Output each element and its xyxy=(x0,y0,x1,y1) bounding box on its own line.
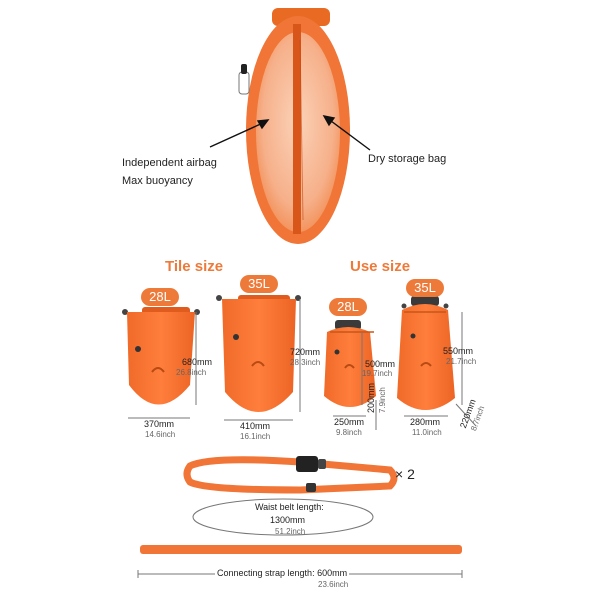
dim-lines-bag1 xyxy=(128,312,197,419)
bag3-depth-mm: 200mm xyxy=(366,382,376,413)
badge-bag1: 28L xyxy=(141,288,179,306)
section-title-use: Use size xyxy=(350,258,411,275)
dim-lines-bag4 xyxy=(404,312,477,427)
bag-28l-use xyxy=(324,320,376,407)
bag4-height-mm: 550mm xyxy=(443,346,474,356)
bag3-depth-inch: 7.9inch xyxy=(378,387,387,413)
connecting-strap xyxy=(140,545,462,554)
bag4-width-mm: 280mm xyxy=(410,417,441,427)
bag3-height-mm: 500mm xyxy=(365,359,396,369)
bag-35l-use xyxy=(397,296,455,410)
bag3-width-mm: 250mm xyxy=(334,417,365,427)
hero-buoy xyxy=(238,8,350,244)
callout-buoyancy: Max buoyancy xyxy=(122,175,193,187)
strap-length-inch: 23.6inch xyxy=(318,580,349,589)
bag4-width-inch: 11.0inch xyxy=(412,428,442,437)
strap-length-mm: 600mm xyxy=(317,568,348,578)
badge-bag4: 35L xyxy=(406,279,444,297)
dim-lines-bag3 xyxy=(333,332,377,430)
bag1-height-mm: 680mm xyxy=(182,357,213,367)
waist-belt xyxy=(183,456,398,494)
strap-length-label: Connecting strap length: 600mm xyxy=(215,568,350,578)
bag1-width-inch: 14.6inch xyxy=(145,430,176,439)
bag2-height-inch: 28.3inch xyxy=(290,358,321,367)
badge-bag2: 35L xyxy=(240,275,278,293)
strap-label-text: Connecting strap length: xyxy=(217,568,315,578)
dim-lines-bag2 xyxy=(224,299,301,421)
bag3-width-inch: 9.8inch xyxy=(336,428,362,437)
bag2-width-inch: 16.1inch xyxy=(240,432,271,441)
belt-quantity: × 2 xyxy=(395,466,415,482)
badge-bag3: 28L xyxy=(329,298,367,316)
bag-35l-tile xyxy=(216,295,301,412)
belt-dim-arc xyxy=(192,498,374,536)
belt-length-label: Waist belt length: xyxy=(255,502,324,512)
section-title-tile: Tile size xyxy=(165,258,224,275)
callout-arrows xyxy=(209,115,371,151)
bag2-height-mm: 720mm xyxy=(290,347,321,357)
callout-dry-bag: Dry storage bag xyxy=(368,153,447,165)
bag3-height-inch: 19.7inch xyxy=(362,369,393,378)
callout-airbag: Independent airbag xyxy=(122,157,217,169)
bag4-height-inch: 21.7inch xyxy=(446,357,477,366)
belt-length-mm: 1300mm xyxy=(270,515,306,525)
belt-length-inch: 51.2inch xyxy=(275,527,306,536)
bag2-width-mm: 410mm xyxy=(240,421,271,431)
bag1-width-mm: 370mm xyxy=(144,419,175,429)
bag-28l-tile xyxy=(122,307,200,405)
bag1-height-inch: 26.8inch xyxy=(176,368,207,377)
